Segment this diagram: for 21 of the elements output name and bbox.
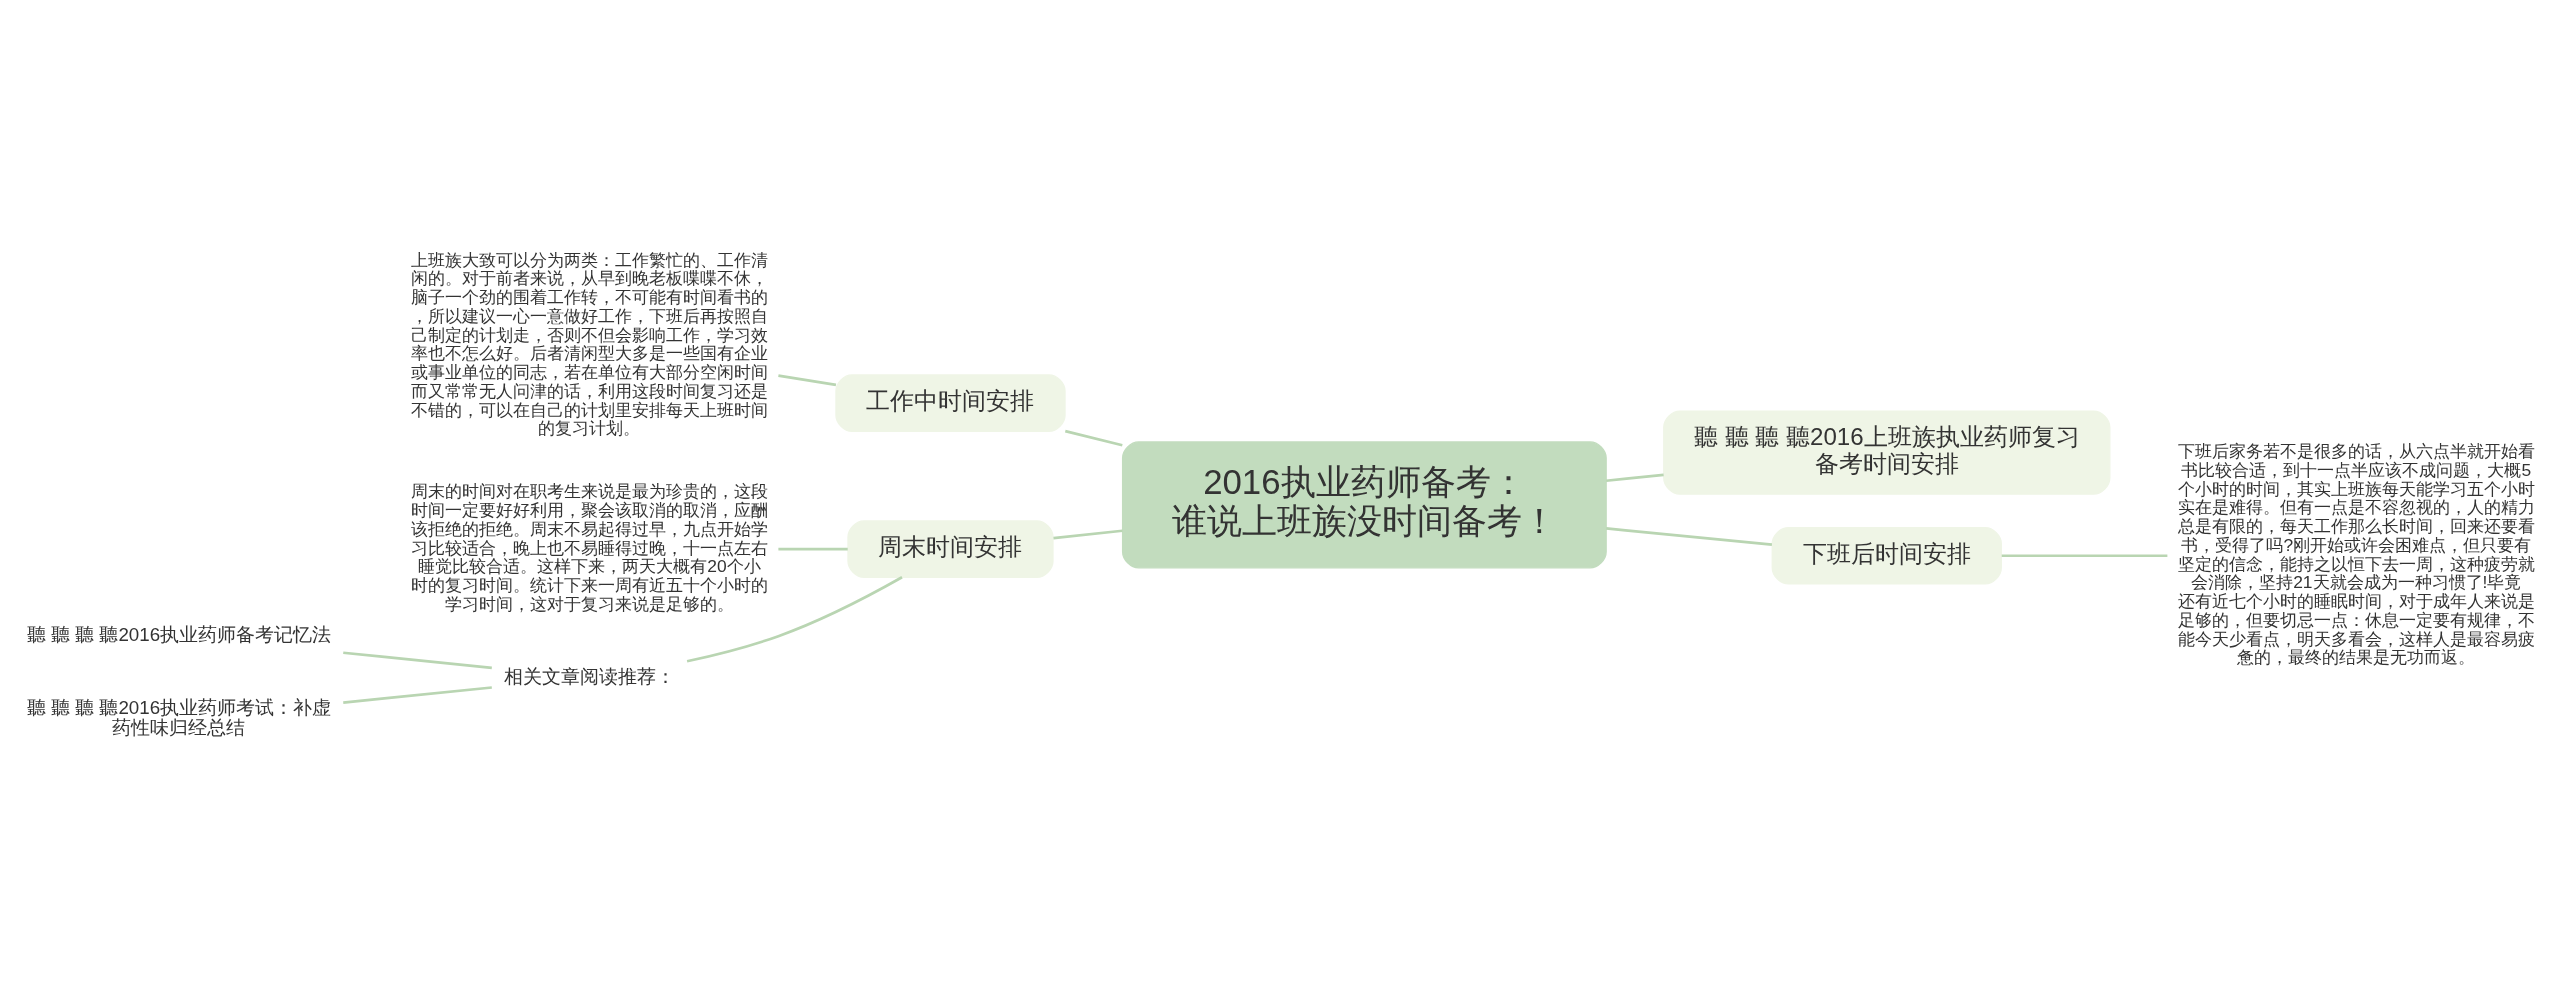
connector (343, 651, 492, 670)
connector (2001, 554, 2168, 558)
connector (343, 686, 492, 704)
node-box: 2016执业药师备考：谁说上班族没时间备考！ (1121, 441, 1607, 569)
node-box: 下班后时间安排 (1771, 527, 2002, 585)
node-text: 上班族大致可以分为两类：工作繁忙的、工作清闲的。对于前者来说，从早到晚老板喋喋不休，脑子一个劲的围着工作转，不可能有时间看书的，所以建议一心一意做好工作，下班后再按照自己制定的计划走，否则不但会影响工作，学习效率也不怎么好。后者清闲型大多是一些国有企业或事业单位的同志，若在单位有大部分空闲时间而又常常无人问津的话，利用这段时间复习还是不错的，可以在自己的计划里安排每天上班时间的复习计划。 (411, 249, 768, 439)
connector (1053, 529, 1123, 540)
node-text: 聽 聽 聽 聽2016执业药师考试：补虚药性味归经总结 (26, 697, 332, 739)
connector (1064, 429, 1123, 447)
node-box: 工作中时间安排 (835, 374, 1066, 432)
node-text: 聽 聽 聽 聽2016执业药师备考记忆法 (26, 624, 332, 646)
connector (1606, 527, 1773, 546)
connector (1606, 473, 1664, 483)
node-box: 聽 聽 聽 聽2016上班族执业药师复习备考时间安排 (1663, 410, 2111, 495)
node-box: 周末时间安排 (847, 520, 1054, 578)
node-text: 周末的时间对在职考生来说是最为珍贵的，这段时间一定要好好利用，聚会该取消的取消，应酬该拒绝的拒绝。周末不易起得过早，九点开始学习比较适合，晚上也不易睡得过晚，十一点左右睡觉比较合适。这样下来，两天大概有20个小时的复习时间。统计下来一周有近五十个小时的学习时间，这对于复习来说是足够的。 (411, 481, 768, 614)
node-text: 下班后家务若不是很多的话，从六点半就开始看书比较合适，到十一点半应该不成问题，大概5个小时的时间，其实上班族每天能学习五个小时实在是难得。但有一点是不容忽视的，人的精力总是有限的，每天工作那么长时间，回来还要看书，受得了吗?刚开始或许会困难点，但只要有坚定的信念，能持之以恒下去一周，这种疲劳就会消除，坚持21天就会成为一种习惯了!毕竟还有近七个小时的睡眠时间，对于成年人来说是足够的，但要切忌一点：休息一定要有规律，不能今天少看点，明天多看会，这样人是最容易疲惫的，最终的结果是无功而返。 (2177, 441, 2535, 668)
connector (778, 547, 848, 551)
node-text: 相关文章阅读推荐： (504, 665, 675, 687)
connector (778, 374, 837, 387)
connector (686, 576, 903, 663)
